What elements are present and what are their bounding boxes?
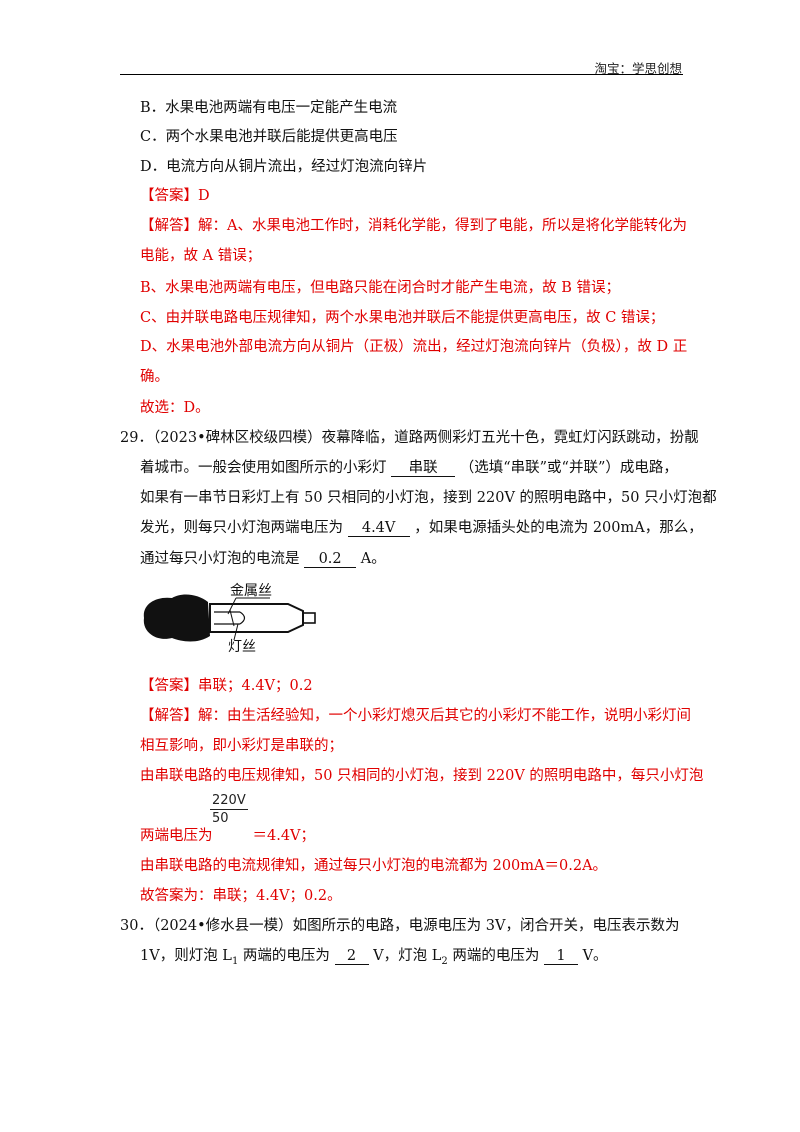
q29-analysis-line: 【解答】解：由生活经验知，一个小彩灯熄灭后其它的小彩灯不能工作，说明小彩灯间 — [140, 708, 691, 724]
q30-stem-line: 1V，则灯泡 L1 两端的电压为 2 V，灯泡 L2 两端的电压为 1 V。 — [140, 946, 608, 972]
q29-stem-line: 发光，则每只小灯泡两端电压为 4.4V ，如果电源插头处的电流为 200mA，那… — [140, 518, 703, 538]
option-b: B．水果电池两端有电压一定能产生电流 — [140, 100, 398, 116]
q29-stem-line: 通过每只小灯泡的电流是 0.2 A。 — [140, 549, 386, 569]
header-text: 淘宝：学思创想 — [594, 61, 682, 76]
q29-stem-line: 如果有一串节日彩灯上有 50 只相同的小灯泡，接到 220V 的照明电路中，50… — [140, 490, 717, 506]
q30-text: 两端的电压为 — [452, 948, 540, 964]
q29-analysis-line: 由串联电路的电压规律知，50 只相同的小灯泡，接到 220V 的照明电路中，每只… — [140, 768, 704, 784]
figure-label-filament: 灯丝 — [228, 639, 256, 655]
fraction-220v-over-50: 220V 50 — [210, 793, 248, 827]
fraction-numerator: 220V — [210, 793, 248, 810]
q28-analysis-line: 电能，故 A 错误； — [140, 248, 262, 264]
q29-text: A。 — [360, 551, 386, 567]
fraction-denominator: 50 — [212, 811, 229, 826]
figure-label-metal-wire: 金属丝 — [230, 583, 272, 599]
q29-analysis-line: 两端电压为 ＝4.4V； — [140, 826, 315, 846]
q29-answer-blank: 0.2 — [304, 551, 357, 568]
q29-analysis-text: 两端电压为 — [140, 828, 213, 844]
q28-analysis-line: D、水果电池外部电流方向从铜片（正极）流出，经过灯泡流向锌片（负极），故 D 正 — [140, 339, 688, 355]
q28-analysis-line: B、水果电池两端有电压，但电路只能在闭合时才能产生电流，故 B 错误； — [140, 280, 621, 296]
q30-text: V，灯泡 L — [373, 948, 442, 964]
q29-analysis-text: ＝4.4V； — [252, 828, 316, 844]
q30-text: 两端的电压为 — [242, 948, 330, 964]
q28-answer: 【答案】D — [140, 188, 210, 204]
q29-text: 发光，则每只小灯泡两端电压为 — [140, 520, 343, 536]
option-d: D．电流方向从铜片流出，经过灯泡流向锌片 — [140, 159, 428, 175]
q30-text: 1V，则灯泡 L — [140, 948, 232, 964]
q29-answer-blank: 4.4V — [347, 520, 410, 537]
q30-answer-blank: 1 — [543, 948, 578, 965]
q29-analysis-line: 由串联电路的电流规律知，通过每只小灯泡的电流都为 200mA＝0.2A。 — [140, 858, 608, 874]
q28-analysis-line: 确。 — [140, 369, 169, 385]
q28-analysis-line: 【解答】解：A、水果电池工作时，消耗化学能，得到了电能，所以是将化学能转化为 — [140, 218, 687, 234]
q29-text: 通过每只小灯泡的电流是 — [140, 551, 300, 567]
subscript: 2 — [441, 955, 448, 967]
q29-analysis-line: 相互影响，即小彩灯是串联的； — [140, 738, 343, 754]
q29-answer: 【答案】串联；4.4V；0.2 — [140, 678, 313, 694]
small-lamp-drawing — [143, 594, 316, 642]
q30-stem-line: 30．（2024•修水县一模）如图所示的电路，电源电压为 3V，闭合开关，电压表… — [120, 918, 680, 934]
small-lamp-figure: 金属丝 灯丝 — [138, 580, 323, 660]
q29-text: 着城市。一般会使用如图所示的小彩灯 — [140, 460, 387, 476]
subscript: 1 — [231, 955, 239, 967]
q29-stem-line: 着城市。一般会使用如图所示的小彩灯 串联 （选填“串联”或“并联”）成电路， — [140, 458, 678, 478]
q29-stem-line: 29．（2023•碑林区校级四模）夜幕降临，道路两侧彩灯五光十色，霓虹灯闪跃跳动… — [120, 430, 699, 446]
q30-text: V。 — [582, 948, 608, 964]
q28-analysis-line: C、由并联电路电压规律知，两个水果电池并联后不能提供更高电压，故 C 错误； — [140, 310, 665, 326]
q29-text: （选填“串联”或“并联”）成电路， — [459, 460, 678, 476]
header-divider — [120, 74, 683, 75]
q29-text: ，如果电源插头处的电流为 200mA，那么， — [414, 520, 703, 536]
option-c: C．两个水果电池并联后能提供更高电压 — [140, 129, 398, 145]
q29-answer-blank: 串联 — [391, 460, 456, 477]
q28-choose: 故选：D。 — [140, 400, 210, 416]
q29-final-answer: 故答案为：串联；4.4V；0.2。 — [140, 888, 342, 904]
q30-answer-blank: 2 — [334, 948, 369, 965]
